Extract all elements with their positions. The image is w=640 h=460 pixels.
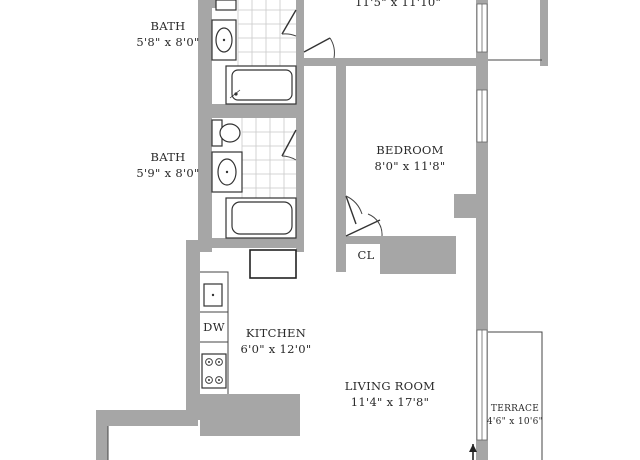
bath-2-fixtures [211,118,297,239]
bath-2-tiles [241,118,296,198]
bath-1-tiles [237,0,296,66]
closet-label: CL [357,248,374,262]
living-room-name: LIVING ROOM [345,379,436,393]
kitchen-peninsula [228,394,300,436]
terrace-outline [488,59,543,460]
bedroom-dims: 8'0" x 11'8" [375,159,446,173]
windows [476,3,488,441]
sink-icon [211,19,237,61]
bath-2-name: BATH [150,150,185,164]
kitchen-dims: 6'0" x 12'0" [241,342,312,356]
kitchen-sink-icon [203,283,223,307]
refrigerator-icon [249,249,297,279]
top-room-dims: 11'5" x 11'10" [355,0,441,9]
bath-1-door [281,9,297,37]
terrace-dims: 4'6" x 10'6" [487,417,543,427]
kitchen-counters [200,271,229,394]
terrace-name: TERRACE [491,404,539,414]
toilet-icon [215,0,237,11]
toilet-icon [211,119,241,147]
bedroom-door [345,195,363,225]
sink-icon [211,151,243,193]
kitchen-name: KITCHEN [246,326,306,340]
bathtub-icon [225,197,297,239]
closet-door [345,213,383,237]
living-room-dims: 11'4" x 17'8" [351,395,430,409]
bath-1-dims: 5'8" x 8'0" [136,35,199,49]
entry-arrow-icon [469,444,477,460]
stove-icon [201,353,227,389]
bathtub-icon [225,65,297,105]
dishwasher-label: DW [203,320,225,334]
bedroom-name: BEDROOM [376,143,443,157]
top-room-door [303,37,335,59]
bath-2-dims: 5'9" x 8'0" [136,166,199,180]
bath-1-fixtures [211,0,297,105]
bath-1-name: BATH [150,19,185,33]
bath-2-door [281,129,297,161]
